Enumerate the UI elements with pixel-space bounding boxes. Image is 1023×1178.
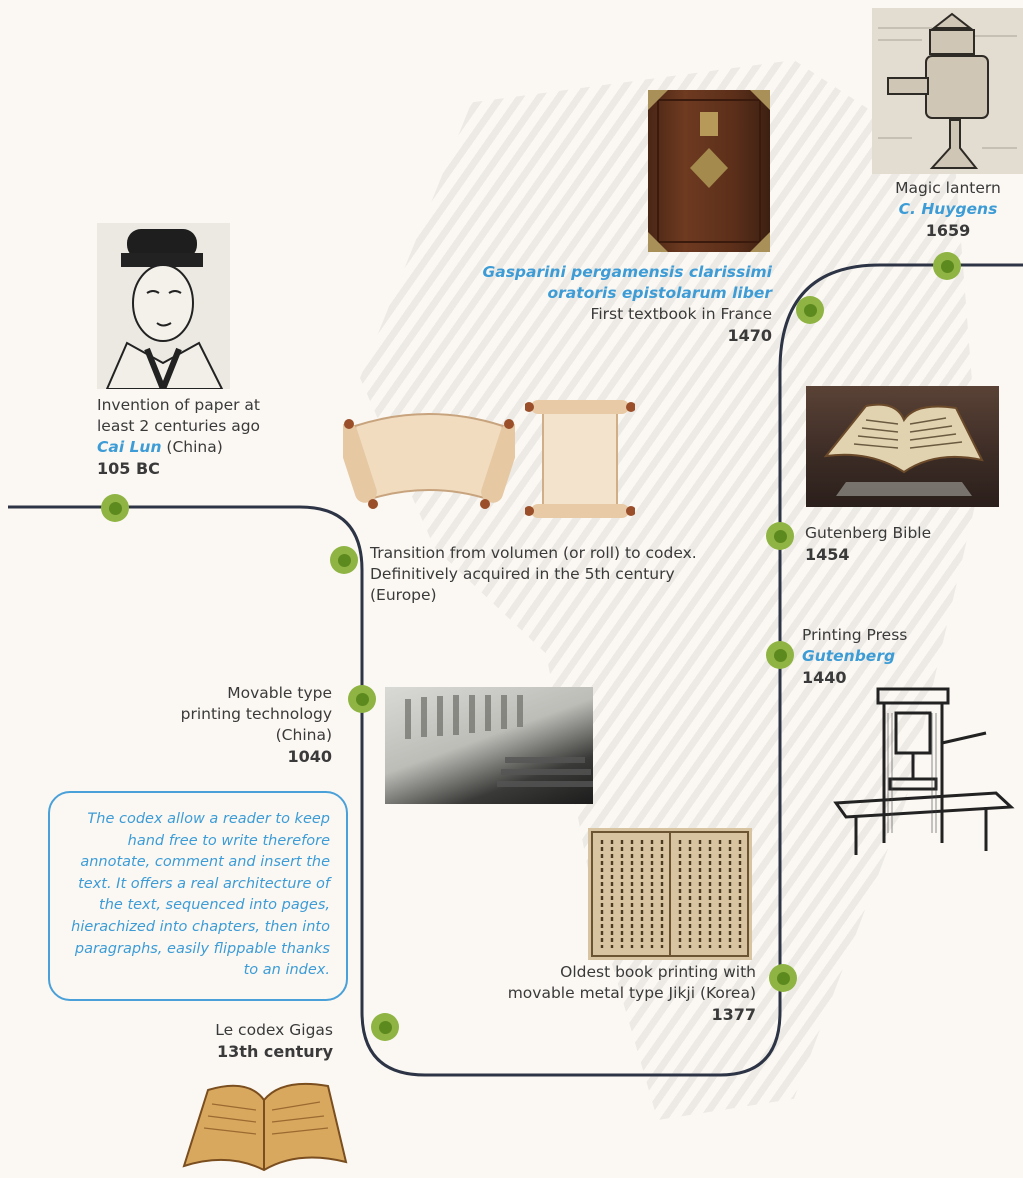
jikji-text-1: Oldest book printing with xyxy=(560,963,756,981)
scroll-roll-image xyxy=(343,404,515,514)
paper-person: Cai Lun xyxy=(97,438,162,456)
press-person: Gutenberg xyxy=(802,647,896,665)
codex-text-2: Definitively acquired in the 5th century xyxy=(370,565,675,583)
codex-note-box: The codex allow a reader to keep hand fr… xyxy=(48,791,348,1001)
event-label-gutenberg-bible: Gutenberg Bible 1454 xyxy=(805,523,1005,565)
bible-text-1: Gutenberg Bible xyxy=(805,524,932,542)
printing-press-engraving xyxy=(826,683,1023,861)
textbook-year: 1470 xyxy=(727,326,772,345)
timeline-node-1377[interactable] xyxy=(769,964,797,992)
lantern-text-1: Magic lantern xyxy=(895,179,1001,197)
timeline-node-13th-century[interactable] xyxy=(371,1013,399,1041)
movable-type-photo xyxy=(385,687,593,804)
timeline-node-1454[interactable] xyxy=(766,522,794,550)
lantern-year: 1659 xyxy=(925,221,971,240)
movable-text-1: Movable type xyxy=(227,684,332,702)
codex-text-3: (Europe) xyxy=(370,586,437,604)
timeline-node-1440[interactable] xyxy=(766,641,794,669)
note-line: annotate, comment and insert the xyxy=(80,854,330,871)
paper-place: (China) xyxy=(161,438,223,456)
jikji-text-2: movable metal type Jikji (Korea) xyxy=(507,984,756,1002)
note-line: hand free to write therefore xyxy=(127,832,330,849)
paper-text-1: Invention of paper at xyxy=(97,396,260,414)
movable-text-3: (China) xyxy=(275,726,332,744)
event-label-codex-gigas: Le codex Gigas 13th century xyxy=(160,1020,333,1062)
gutenberg-bible-photo xyxy=(806,386,999,507)
lantern-person: C. Huygens xyxy=(898,200,998,218)
jikji-page-photo xyxy=(588,828,752,960)
note-line: paragraphs, easily flippable thanks xyxy=(74,940,330,957)
event-label-paper: Invention of paper at least 2 centuries … xyxy=(97,395,317,479)
movable-year: 1040 xyxy=(287,747,332,766)
note-line: to an index. xyxy=(243,962,330,979)
event-label-first-textbook: Gasparini pergamensis clarissimi oratori… xyxy=(472,262,772,346)
scroll-codex-image xyxy=(525,396,635,522)
gigas-year: 13th century xyxy=(217,1042,333,1061)
event-label-magic-lantern: Magic lantern C. Huygens 1659 xyxy=(876,178,1020,241)
timeline-node-1659[interactable] xyxy=(933,252,961,280)
event-label-codex: Transition from volumen (or roll) to cod… xyxy=(370,543,750,606)
timeline-node-codex[interactable] xyxy=(330,546,358,574)
first-textbook-cover xyxy=(648,90,770,252)
timeline-node-1040[interactable] xyxy=(348,685,376,713)
timeline-node-1470[interactable] xyxy=(796,296,824,324)
magic-lantern-engraving xyxy=(872,8,1023,174)
bible-year: 1454 xyxy=(805,545,850,564)
press-text-1: Printing Press xyxy=(802,626,908,644)
codex-text-1: Transition from volumen (or roll) to cod… xyxy=(370,544,697,562)
textbook-text-1: First textbook in France xyxy=(590,305,772,323)
paper-text-2: least 2 centuries ago xyxy=(97,417,261,435)
paper-year: 105 BC xyxy=(97,459,160,478)
movable-text-2: printing technology xyxy=(180,705,332,723)
event-label-movable-type: Movable type printing technology (China)… xyxy=(160,683,332,767)
event-label-jikji: Oldest book printing with movable metal … xyxy=(470,962,756,1025)
note-line: The codex allow a reader to keep xyxy=(87,811,330,827)
textbook-title-2: oratoris epistolarum liber xyxy=(547,284,772,302)
note-line: text. It offers a real architecture of xyxy=(78,875,330,892)
gigas-text-1: Le codex Gigas xyxy=(215,1021,333,1039)
press-year: 1440 xyxy=(802,668,847,687)
timeline-node-105bc[interactable] xyxy=(101,494,129,522)
jikji-year: 1377 xyxy=(711,1005,756,1024)
event-label-printing-press: Printing Press Gutenberg 1440 xyxy=(802,625,1002,688)
textbook-title-1: Gasparini pergamensis clarissimi xyxy=(482,263,772,281)
note-line: hierachized into chapters, then into xyxy=(71,918,330,935)
note-line: the text, sequenced into pages, xyxy=(99,897,330,914)
cai-lun-portrait xyxy=(97,223,230,389)
codex-gigas-photo xyxy=(178,1070,350,1178)
